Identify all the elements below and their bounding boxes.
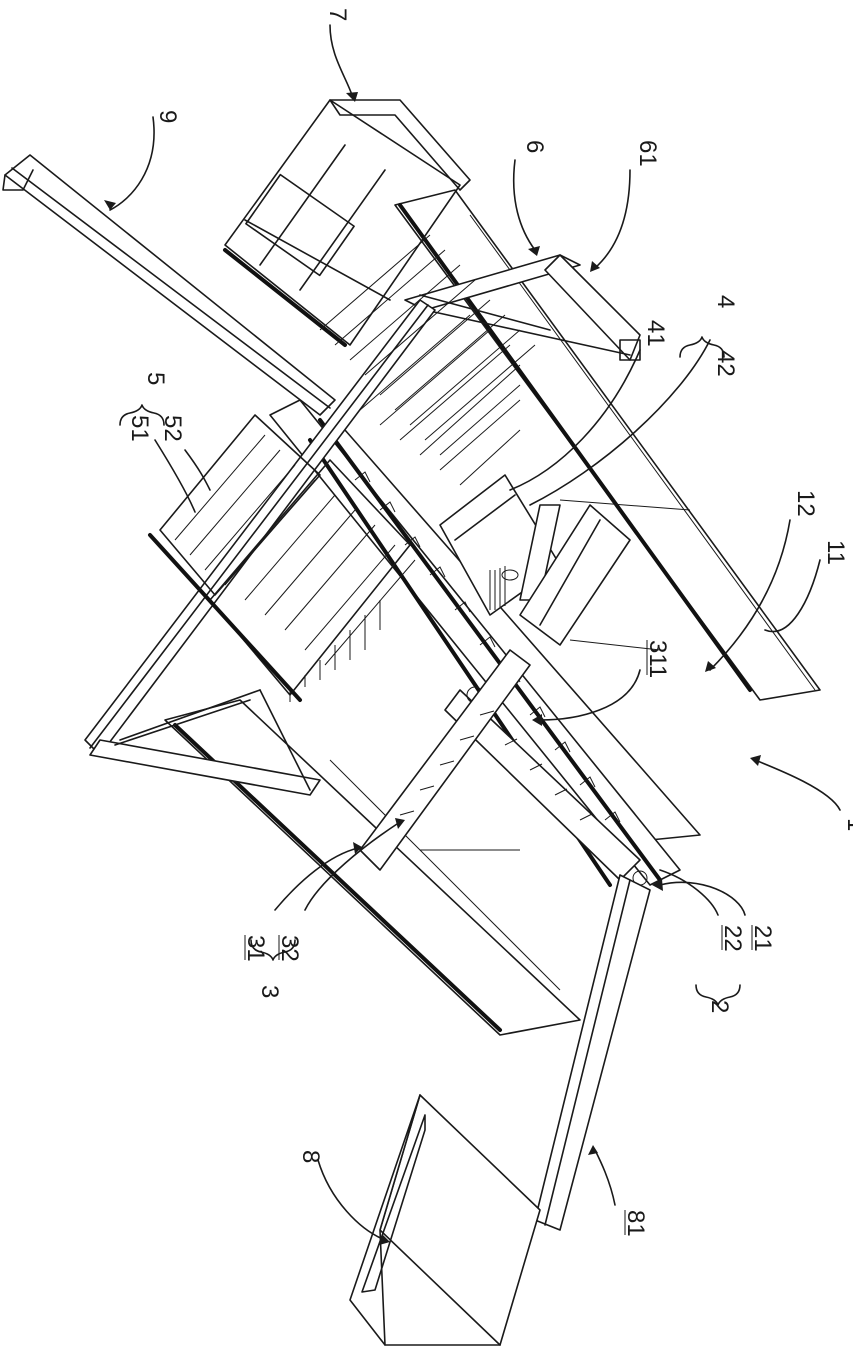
label-31: 31 bbox=[242, 935, 269, 962]
label-81: 81 bbox=[622, 1210, 649, 1237]
label-61: 61 bbox=[634, 140, 661, 167]
label-2: 2 bbox=[706, 1000, 733, 1013]
leader-1 bbox=[755, 760, 840, 810]
hopper-8 bbox=[350, 1095, 540, 1345]
label-8: 8 bbox=[297, 1150, 324, 1163]
leader-51 bbox=[155, 440, 195, 512]
label-52: 52 bbox=[159, 415, 186, 442]
label-12: 12 bbox=[792, 490, 819, 517]
label-5: 5 bbox=[142, 372, 169, 385]
leader-22 bbox=[660, 870, 718, 915]
rake-assembly-5 bbox=[150, 415, 415, 702]
leader-11 bbox=[765, 560, 820, 632]
leader-7 bbox=[330, 25, 352, 95]
leader-61 bbox=[595, 170, 630, 268]
label-6: 6 bbox=[521, 140, 548, 153]
label-41: 41 bbox=[642, 320, 669, 347]
label-42: 42 bbox=[712, 350, 739, 377]
label-21: 21 bbox=[749, 925, 776, 952]
leader-9 bbox=[110, 117, 154, 210]
leader-6 bbox=[514, 160, 535, 250]
label-311: 311 bbox=[644, 640, 671, 678]
label-51: 51 bbox=[126, 415, 153, 442]
label-1: 1 bbox=[842, 818, 853, 831]
label-32: 32 bbox=[276, 935, 303, 962]
chute-81 bbox=[535, 875, 650, 1230]
label-3: 3 bbox=[256, 985, 283, 998]
label-4: 4 bbox=[712, 295, 739, 308]
label-22: 22 bbox=[719, 925, 746, 952]
label-7: 7 bbox=[324, 8, 351, 21]
label-9: 9 bbox=[154, 110, 181, 123]
leader-21 bbox=[660, 882, 745, 915]
leader-81 bbox=[595, 1150, 615, 1205]
label-11: 11 bbox=[822, 540, 849, 565]
